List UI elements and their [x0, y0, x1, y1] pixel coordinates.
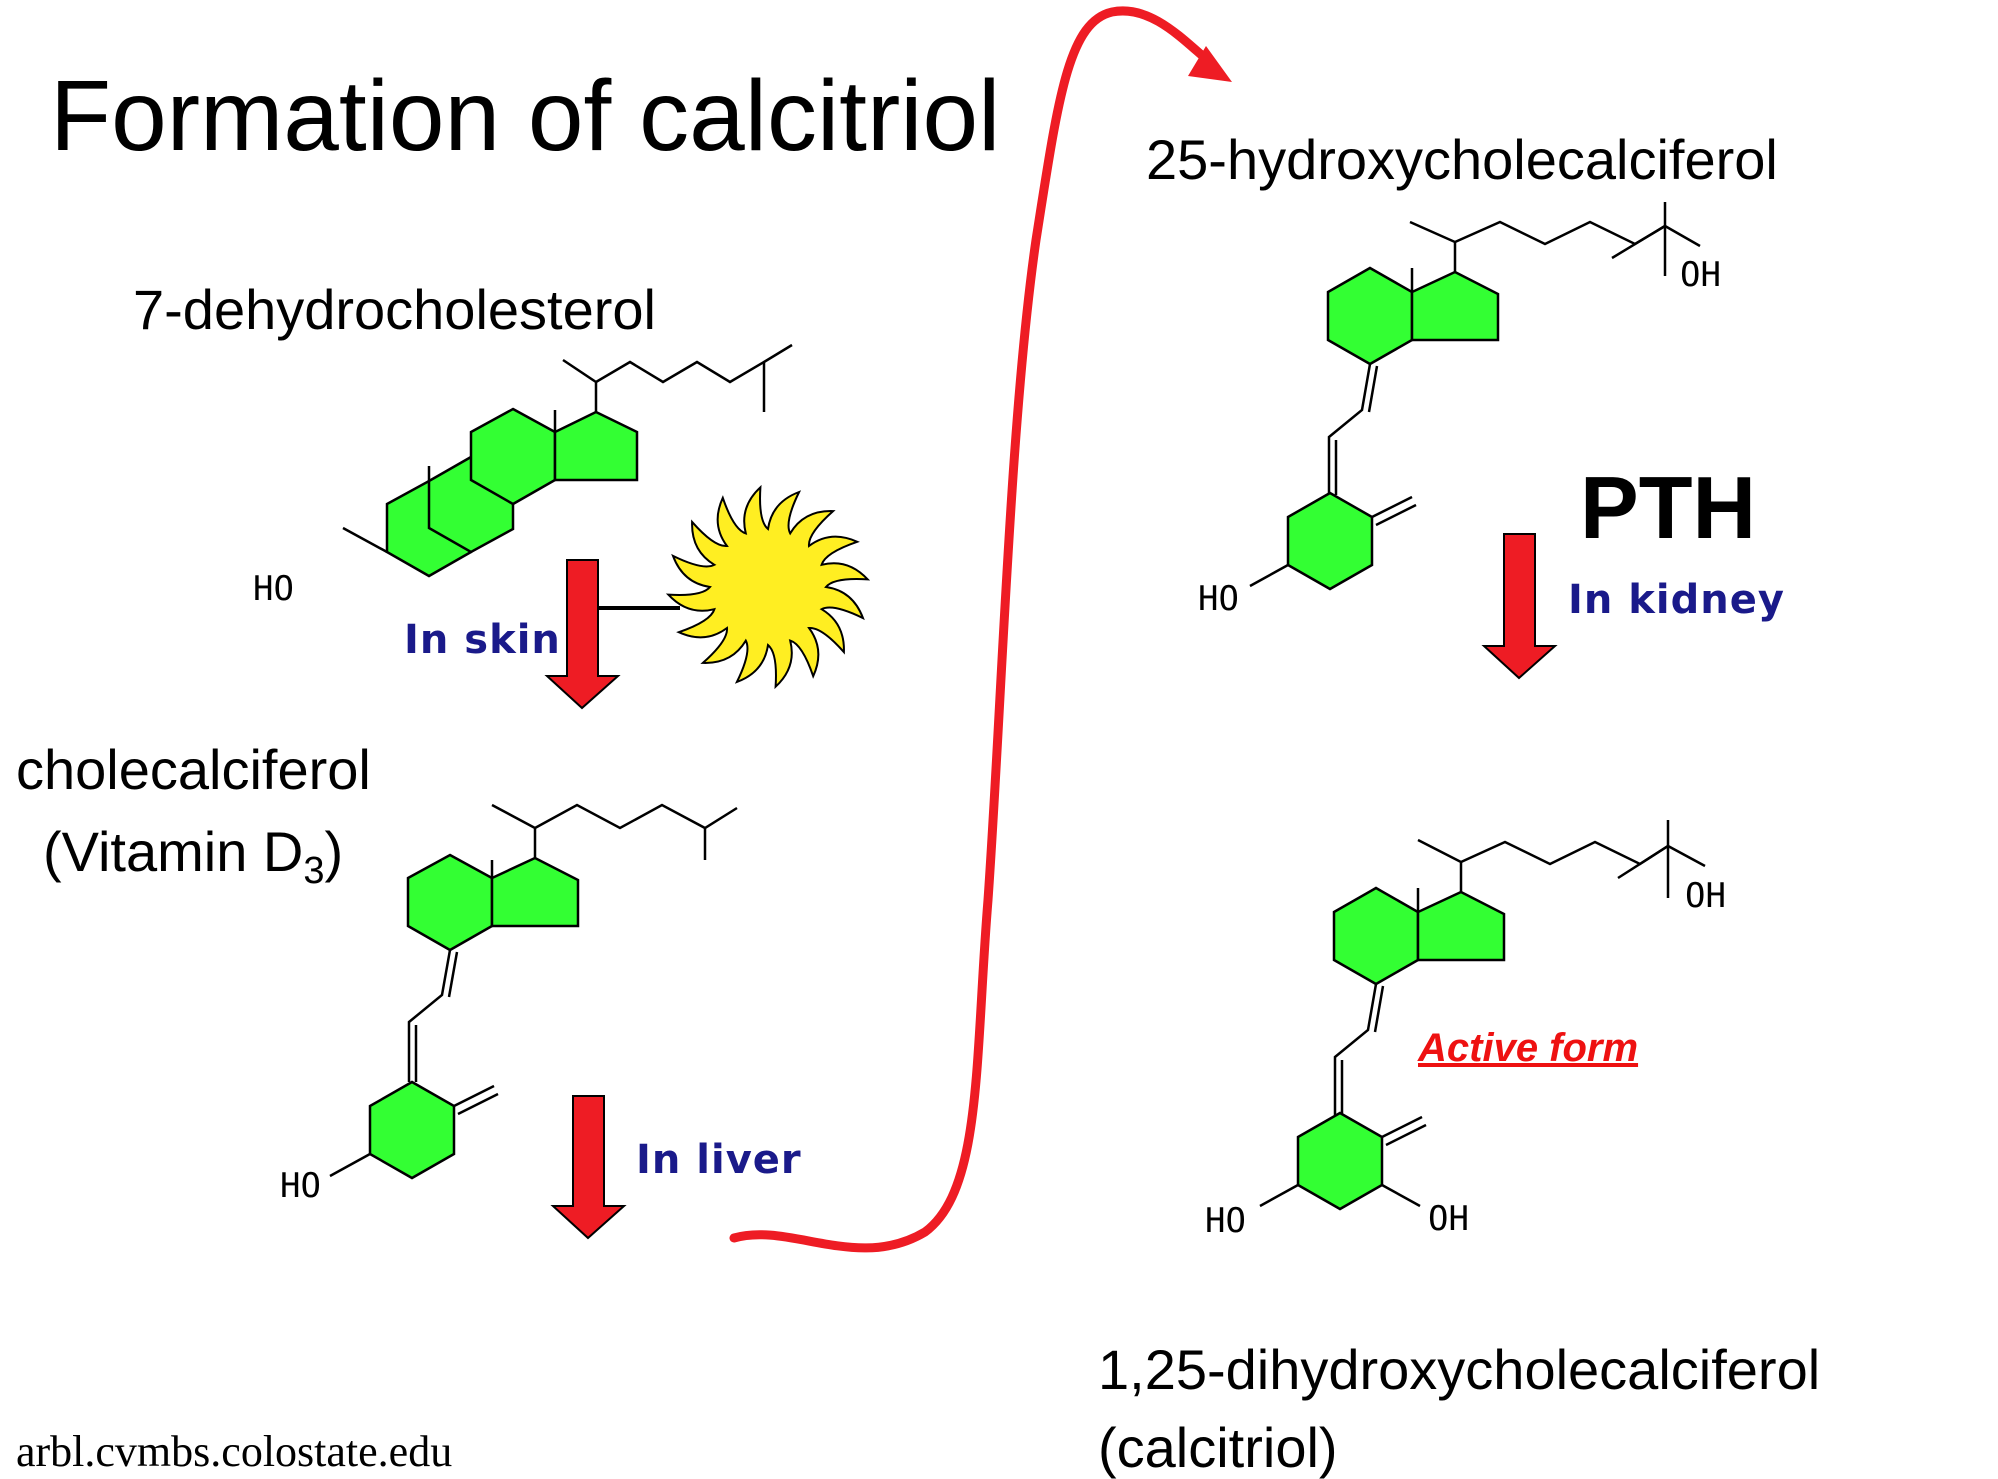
regulator-pth: PTH [1580, 458, 1756, 557]
dehydrocholesterol-structure [342, 343, 793, 578]
vitamin-d3-subscript: 3 [303, 850, 325, 893]
vitamin-d3-close: ) [324, 820, 344, 883]
label-calcitriol: (calcitriol) [1098, 1416, 1338, 1479]
step-in-liver: In liver [636, 1137, 802, 1183]
ho-label-4: HO [1205, 1201, 1246, 1241]
label-dihydroxycholecalciferol: 1,25-dihydroxycholecalciferol [1098, 1338, 1821, 1401]
ring-d [490, 856, 580, 928]
ring-a [1286, 491, 1374, 591]
oh-label-1: OH [1680, 255, 1721, 295]
down-arrow-icon [544, 559, 621, 710]
ring-a [1296, 1111, 1384, 1211]
label-7-dehydrocholesterol: 7-dehydrocholesterol [133, 278, 656, 341]
ring-c [406, 853, 494, 952]
step-in-skin: In skin [404, 617, 561, 663]
sun-icon [665, 484, 871, 690]
sun-disk [716, 535, 820, 639]
ring-d [553, 410, 639, 482]
calcitriol-structure [1259, 820, 1706, 1211]
page-title: Formation of calcitriol [50, 60, 1001, 172]
curved-arrow-icon [729, 6, 1217, 1253]
down-arrow-icon [550, 1095, 627, 1240]
step-in-kidney: In kidney [1568, 577, 1785, 623]
source-credit: arbl.cvmbs.colostate.edu [16, 1427, 453, 1476]
ring-c [1332, 886, 1420, 986]
ring-a [368, 1080, 456, 1180]
oh-label-2: OH [1685, 876, 1726, 916]
ring-d [1410, 270, 1500, 342]
label-vitamin-d3: (Vitamin D3) [43, 824, 343, 893]
down-arrow-icon [1481, 533, 1558, 680]
label-cholecalciferol: cholecalciferol [16, 738, 371, 801]
ring-c [1326, 266, 1414, 366]
hydroxycholecalciferol-structure [1249, 202, 1701, 591]
label-25-hydroxycholecalciferol: 25-hydroxycholecalciferol [1146, 128, 1778, 191]
vitamin-d3-text: (Vitamin D [43, 820, 304, 883]
oh-label-3: OH [1428, 1199, 1469, 1239]
ring-d [1416, 890, 1506, 962]
ho-label-3: HO [1198, 579, 1239, 619]
ho-label-2: HO [280, 1166, 321, 1206]
cholecalciferol-structure [329, 803, 738, 1180]
curved-arrow-head [1188, 46, 1232, 82]
ho-label-1: HO [253, 569, 294, 609]
active-form-label: Active form [1418, 1026, 1639, 1070]
